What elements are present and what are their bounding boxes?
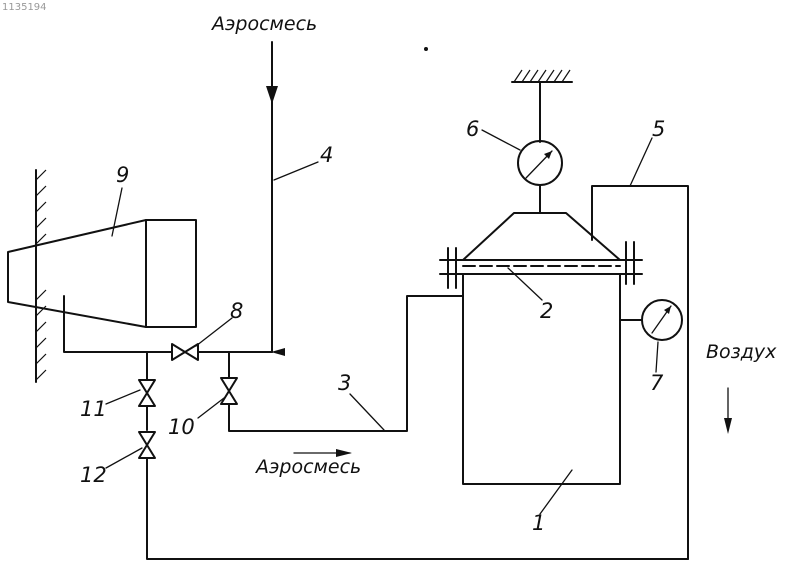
label-9: 9 (116, 163, 129, 187)
pipe-bypass (147, 352, 688, 559)
valve-12 (139, 432, 155, 458)
pipe-3 (229, 296, 463, 431)
ceiling-support-top (512, 70, 572, 142)
document-number: 1135194 (2, 2, 47, 13)
label-3: 3 (338, 371, 351, 395)
pressure-gauge-7 (620, 300, 682, 340)
label-6: 6 (466, 117, 479, 141)
valve-8 (172, 344, 198, 360)
valve-10 (221, 378, 237, 404)
label-aerosmix-bottom: Аэросмесь (254, 456, 361, 478)
label-12: 12 (80, 463, 107, 487)
label-aerosmix-top: Аэросмесь (210, 13, 317, 35)
arrow-aerosmix-top (266, 42, 278, 104)
label-1: 1 (532, 511, 545, 535)
pipe-5 (592, 186, 688, 559)
housing-cover (440, 213, 642, 288)
label-4: 4 (320, 143, 333, 167)
pressure-gauge-6 (518, 141, 562, 213)
wall-support-left (36, 170, 46, 382)
label-10: 10 (168, 415, 195, 439)
label-air: Воздух (706, 341, 777, 363)
label-8: 8 (230, 299, 243, 323)
label-2: 2 (540, 299, 553, 323)
label-7: 7 (650, 371, 664, 395)
label-11: 11 (80, 397, 107, 421)
scan-dot (424, 47, 428, 51)
valve-11 (139, 380, 155, 406)
arrow-air (724, 388, 732, 434)
label-5: 5 (652, 117, 665, 141)
